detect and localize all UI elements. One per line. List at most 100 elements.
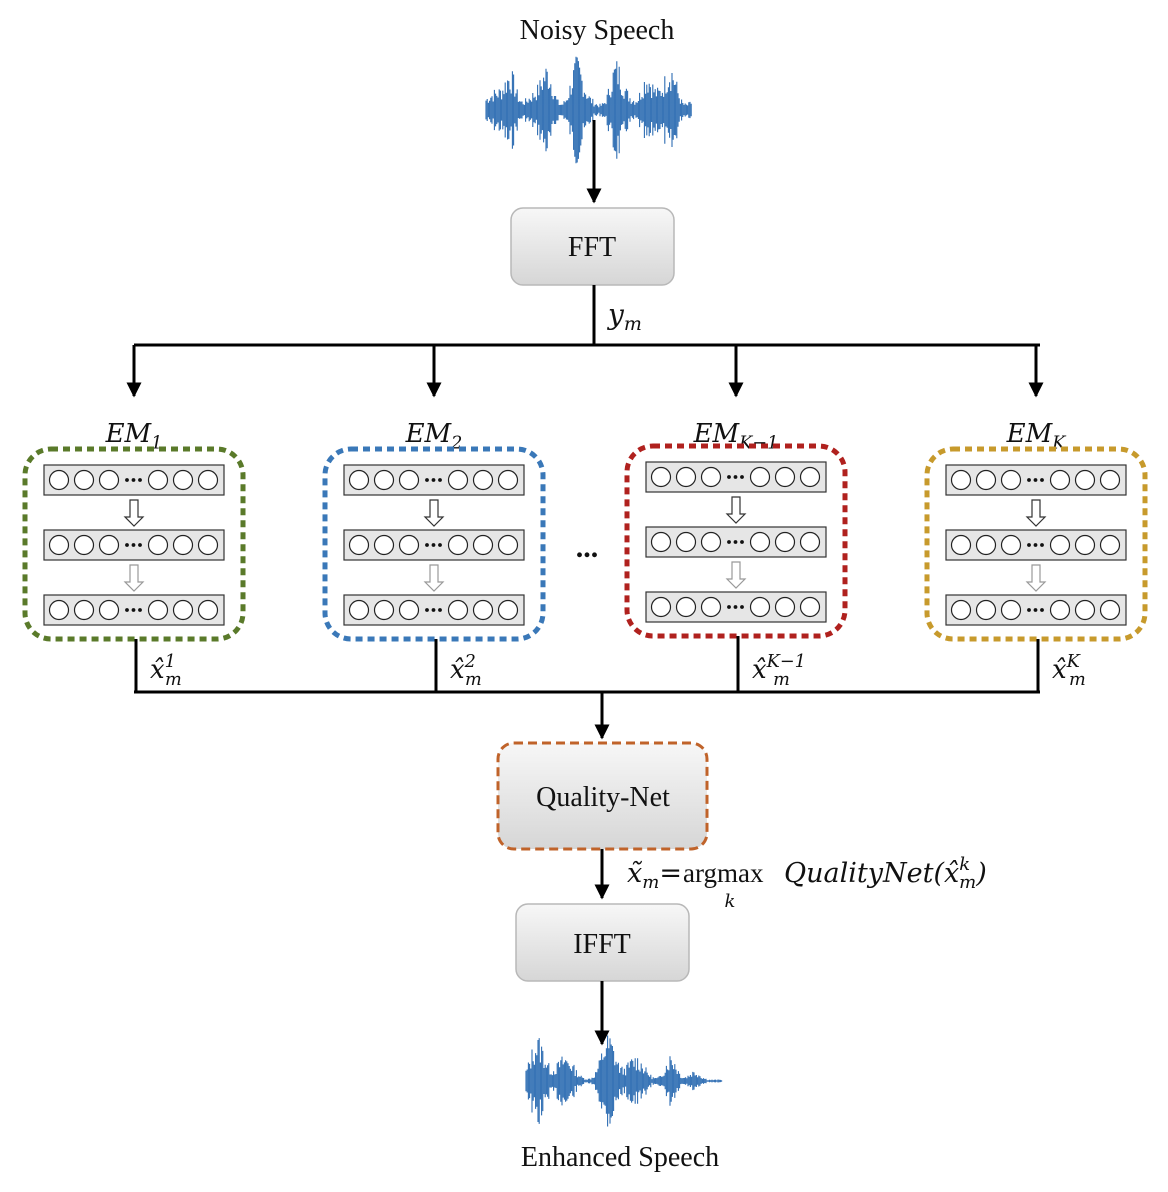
neuron-node	[73, 534, 95, 556]
neuron-node	[73, 469, 95, 491]
neuron-node	[950, 599, 972, 621]
quality-net-label: Quality-Net	[536, 782, 670, 813]
layer-arrow-icon	[725, 561, 747, 589]
neuron-node	[48, 469, 70, 491]
network-layer	[343, 529, 525, 561]
neuron-node	[497, 469, 519, 491]
neuron-node	[147, 599, 169, 621]
neuron-node	[950, 534, 972, 556]
neuron-node	[650, 596, 672, 618]
neuron-node	[700, 531, 722, 553]
neuron-node	[650, 466, 672, 488]
neuron-node	[1049, 534, 1071, 556]
expert-frame	[322, 446, 546, 642]
expert-frame	[924, 446, 1148, 642]
neuron-node	[98, 534, 120, 556]
fft-label: FFT	[568, 232, 616, 263]
layer-arrow-icon	[123, 564, 145, 592]
neuron-node	[147, 534, 169, 556]
input-label: Noisy Speech	[520, 15, 675, 46]
neuron-node	[1099, 469, 1121, 491]
formula-operator-subscript: k	[725, 891, 736, 912]
neuron-node	[1049, 469, 1071, 491]
neuron-node	[172, 599, 194, 621]
neuron-node	[749, 596, 771, 618]
expert-frame	[22, 446, 246, 642]
formula-lhs: x̃m=	[627, 858, 682, 893]
neuron-node	[348, 469, 370, 491]
network-layer	[43, 529, 225, 561]
neuron-node	[1000, 534, 1022, 556]
neuron-node	[472, 534, 494, 556]
neuron-node	[373, 534, 395, 556]
ifft-block: IFFT	[515, 903, 690, 982]
neuron-node	[172, 534, 194, 556]
fft-block: FFT	[510, 207, 675, 286]
network-layer	[945, 529, 1127, 561]
quality-net-block: Quality-Net	[496, 741, 709, 851]
neuron-node	[373, 469, 395, 491]
neuron-node	[98, 469, 120, 491]
network-layer	[43, 464, 225, 496]
neuron-node	[1099, 534, 1121, 556]
layer-arrow-icon	[423, 499, 445, 527]
neuron-node	[197, 534, 219, 556]
neuron-node	[1000, 599, 1022, 621]
neuron-node	[497, 599, 519, 621]
layer-arrow-icon	[1025, 499, 1047, 527]
neuron-node	[1074, 599, 1096, 621]
neuron-node	[675, 466, 697, 488]
layer-arrow-icon	[1025, 564, 1047, 592]
neuron-node	[172, 469, 194, 491]
neuron-node	[373, 599, 395, 621]
spectrum-label: ym	[606, 298, 642, 335]
neuron-node	[73, 599, 95, 621]
neuron-node	[650, 531, 672, 553]
network-layer	[43, 594, 225, 626]
spectrum-sub: m	[624, 313, 642, 335]
neuron-node	[774, 596, 796, 618]
output-label: Enhanced Speech	[521, 1142, 719, 1173]
expert-frame	[624, 443, 848, 639]
layer-arrow-icon	[423, 564, 445, 592]
spectrum-y: y	[606, 298, 625, 331]
neuron-node	[447, 599, 469, 621]
quality-net-box	[496, 741, 709, 851]
ellipsis-label: ...	[576, 531, 599, 564]
neuron-node	[975, 599, 997, 621]
neuron-node	[98, 599, 120, 621]
network-layer	[645, 591, 827, 623]
neuron-node	[675, 531, 697, 553]
neuron-node	[398, 599, 420, 621]
neuron-node	[472, 469, 494, 491]
neuron-node	[447, 534, 469, 556]
neuron-node	[799, 531, 821, 553]
neuron-node	[497, 534, 519, 556]
neuron-node	[398, 469, 420, 491]
neuron-node	[774, 531, 796, 553]
neuron-node	[799, 596, 821, 618]
network-layer	[945, 594, 1127, 626]
neuron-node	[700, 596, 722, 618]
neuron-node	[48, 534, 70, 556]
neuron-node	[749, 531, 771, 553]
network-layer	[343, 594, 525, 626]
neuron-node	[799, 466, 821, 488]
neuron-node	[774, 466, 796, 488]
neuron-node	[700, 466, 722, 488]
neuron-node	[975, 534, 997, 556]
neuron-node	[197, 599, 219, 621]
neuron-node	[1049, 599, 1071, 621]
layer-arrow-icon	[725, 496, 747, 524]
neuron-node	[472, 599, 494, 621]
neuron-node	[1074, 534, 1096, 556]
neuron-node	[749, 466, 771, 488]
neuron-node	[950, 469, 972, 491]
